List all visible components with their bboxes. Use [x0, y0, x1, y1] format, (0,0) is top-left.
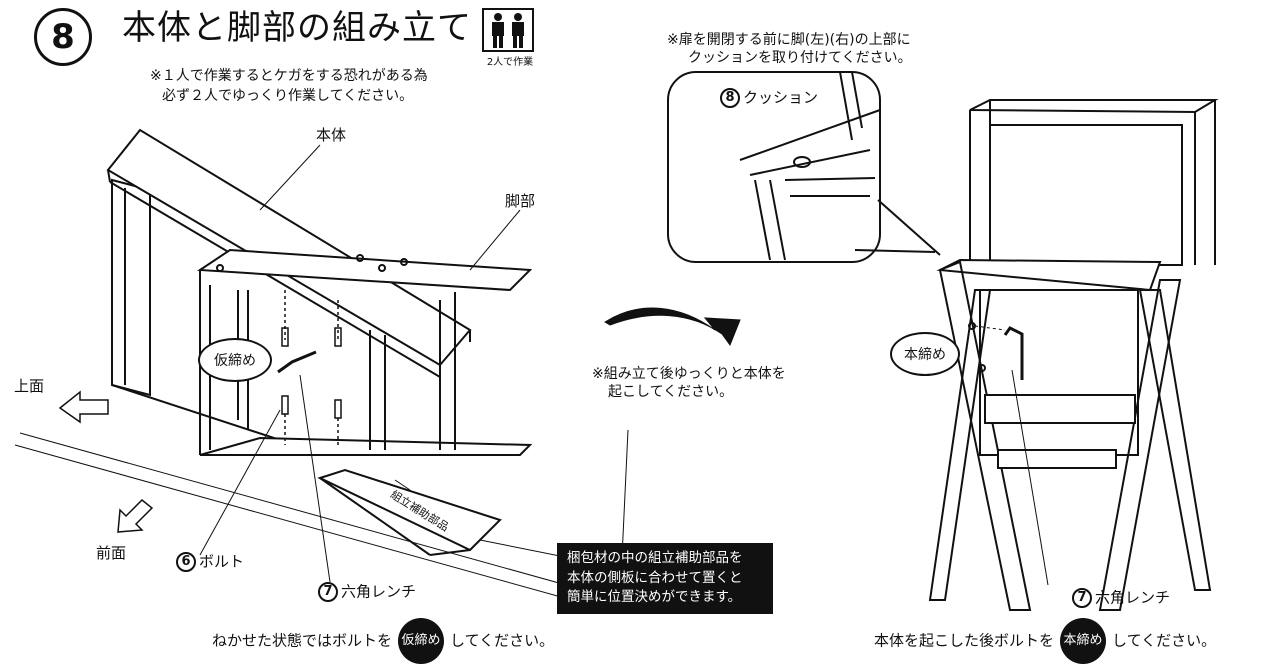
tip-line-2: 本体の側板に合わせて置くと — [567, 569, 743, 586]
step-title: 本体と脚部の組み立て — [122, 8, 472, 48]
after-assembly-line-1: ※組み立て後ゆっくりと本体を — [592, 366, 786, 382]
bottom-caption-left: ねかせた状態ではボルトを仮締めしてください。 — [212, 618, 554, 664]
bottom-left-post: してください。 — [450, 631, 555, 650]
leader-lines-left — [199, 144, 621, 583]
label-leg: 脚部 — [505, 192, 536, 210]
label-front: 前面 — [96, 544, 127, 562]
part-6-number: 6 — [176, 552, 196, 572]
warning-line-2: 必ず２人でゆっくり作業してください。 — [162, 88, 414, 104]
two-persons-icon — [482, 8, 534, 52]
label-top: 上面 — [14, 377, 45, 395]
part-7-name-left: 六角レンチ — [341, 582, 417, 601]
tip-line-1: 梱包材の中の組立補助部品を — [567, 550, 743, 566]
final-tighten-pill: 本締め — [1060, 618, 1107, 664]
after-assembly-line-2: 起こしてください。 — [608, 384, 734, 400]
label-body: 本体 — [316, 126, 347, 144]
tip-box: 梱包材の中の組立補助部品を 本体の側板に合わせて置くと 簡単に位置決めができます… — [557, 543, 773, 614]
temporary-tighten-pill: 仮締め — [398, 618, 445, 664]
temporary-tighten-bubble: 仮締め — [198, 338, 272, 382]
bottom-left-pre: ねかせた状態ではボルトを — [212, 631, 393, 650]
final-tighten-label: 本締め — [904, 347, 946, 363]
bottom-right-pre: 本体を起こした後ボルトを — [874, 631, 1055, 650]
part-8-name: クッション — [743, 88, 819, 107]
two-person-badge: 2人で作業 — [482, 8, 538, 68]
step-number: 8 — [34, 8, 92, 66]
part-8-number: 8 — [720, 88, 740, 108]
bolts — [281, 290, 342, 445]
cushion-detail-inset — [667, 71, 941, 263]
bottom-right-post: してください。 — [1112, 631, 1217, 650]
front-direction-arrow — [117, 498, 154, 533]
part-6-name: ボルト — [199, 552, 245, 571]
warning-line-1: ※１人で作業するとケガをする恐れがある為 — [150, 68, 428, 84]
part-7-number-right: 7 — [1072, 588, 1092, 608]
hex-wrench-left — [277, 350, 317, 374]
badge-caption: 2人で作業 — [486, 57, 534, 68]
part-7-name-right: 六角レンチ — [1095, 588, 1171, 607]
leg-frame — [196, 248, 533, 456]
part-7-number-left: 7 — [318, 582, 338, 602]
cushion-note-line-1: ※扉を開閉する前に脚(左)(右)の上部に — [667, 32, 911, 48]
tip-line-3: 簡単に位置決めができます。 — [567, 589, 742, 606]
aux-assembly-part — [317, 468, 502, 556]
cushion-note-line-2: クッションを取り付けてください。 — [688, 50, 912, 66]
final-tighten-bubble: 本締め — [890, 332, 960, 376]
upright-cabinet — [928, 99, 1219, 611]
rotate-arrow — [604, 307, 741, 347]
top-direction-arrow — [58, 390, 109, 424]
bottom-caption-right: 本体を起こした後ボルトを本締めしてください。 — [874, 618, 1216, 664]
temporary-tighten-label: 仮締め — [214, 353, 256, 369]
